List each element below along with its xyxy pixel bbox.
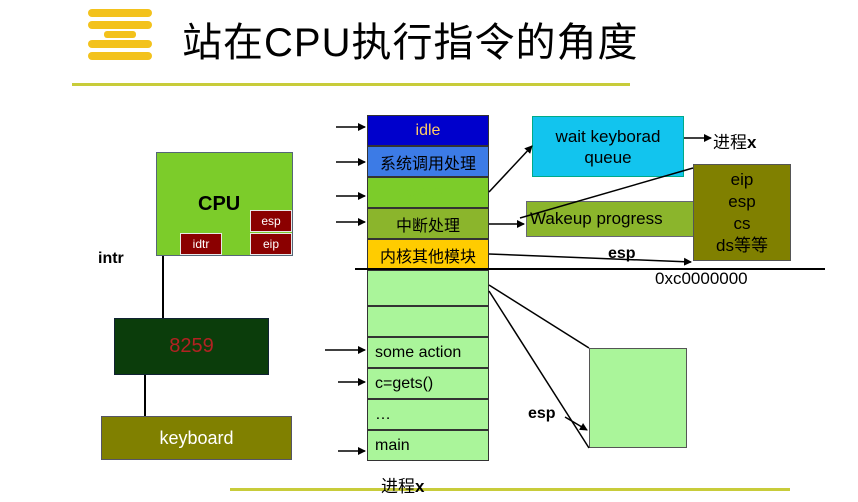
address-label: 0xc0000000 bbox=[655, 269, 748, 288]
page-title: 站在CPU执行指令的角度 bbox=[182, 21, 639, 65]
second-stack-box bbox=[589, 348, 687, 448]
process-label-bottom: 进程x bbox=[381, 477, 425, 496]
esp-register: esp bbox=[250, 210, 292, 232]
stack-slot-other: 内核其他模块 bbox=[367, 239, 489, 270]
saved-context-box: eip esp cs ds等等 bbox=[693, 164, 791, 261]
ctx-eip: eip bbox=[730, 169, 754, 189]
cpu-label: CPU bbox=[198, 193, 241, 215]
process-label-top: 进程x bbox=[713, 133, 757, 152]
pic-8259-box: 8259 bbox=[114, 318, 269, 375]
user-stack-ellipsis: … bbox=[367, 399, 489, 430]
esp-label-bottom: esp bbox=[528, 405, 556, 422]
user-stack-gets: c=gets() bbox=[367, 368, 489, 399]
ctx-ds: ds等等 bbox=[716, 235, 768, 255]
user-stack-slot bbox=[367, 306, 489, 337]
esp-label-top: esp bbox=[608, 245, 636, 262]
user-stack-slot bbox=[367, 270, 489, 306]
idtr-register: idtr bbox=[180, 233, 222, 255]
bottom-divider bbox=[230, 488, 790, 491]
stack-slot-idle: idle bbox=[367, 115, 489, 146]
wakeup-box: Wakeup progress bbox=[526, 201, 696, 237]
keyboard-box: keyboard bbox=[101, 416, 292, 460]
user-stack-main: main bbox=[367, 430, 489, 461]
user-stack-some-action: some action bbox=[367, 337, 489, 368]
stack-slot-hidden: 系统调用 bbox=[367, 177, 489, 208]
title-divider bbox=[72, 83, 630, 86]
intr-label: intr bbox=[98, 250, 124, 267]
stack-slot-interrupt: 中断处理 bbox=[367, 208, 489, 239]
wait-queue-box: wait keyborad queue bbox=[532, 116, 684, 177]
eip-register: eip bbox=[250, 233, 292, 255]
ctx-cs: cs bbox=[733, 213, 751, 233]
stack-slot-syscall: 系统调用处理 bbox=[367, 146, 489, 177]
ctx-esp: esp bbox=[728, 191, 756, 211]
